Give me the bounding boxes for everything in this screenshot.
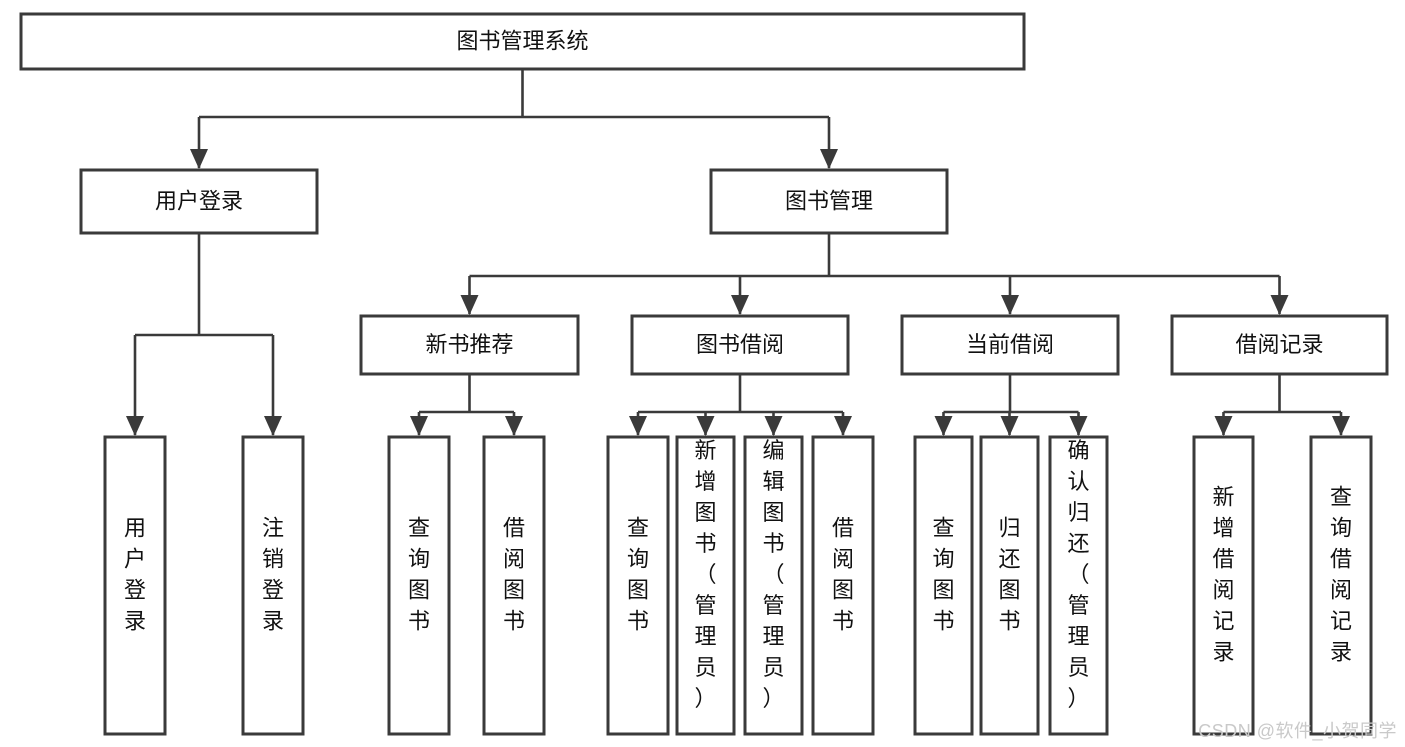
node-label: 借阅图书 (832, 516, 854, 634)
node-box[interactable] (482, 435, 546, 736)
node-label: 查询图书 (408, 516, 430, 634)
arrow-head-icon (731, 295, 749, 315)
node-label: 新书推荐 (425, 332, 513, 357)
node-box[interactable] (79, 168, 319, 235)
node-leaf-leaf-bb-edit-book[interactable]: 编辑图书（管理员） (743, 435, 804, 736)
node-level2-user-login[interactable]: 用户登录 (79, 168, 319, 235)
node-leaf-leaf-bb-borrow-book[interactable]: 借阅图书 (811, 435, 875, 736)
node-box[interactable] (630, 314, 850, 376)
node-label: 注销登录 (262, 516, 284, 634)
node-label: 图书管理系统 (456, 28, 588, 53)
node-leaf-leaf-rec-borrow-book[interactable]: 借阅图书 (482, 435, 546, 736)
node-label: 查询图书 (932, 516, 954, 634)
node-box[interactable] (709, 168, 949, 235)
node-label: 用户登录 (124, 516, 146, 634)
node-box[interactable] (1048, 435, 1109, 736)
node-label: 借阅图书 (503, 516, 525, 634)
node-leaf-leaf-cb-confirm-return[interactable]: 确认归还（管理员） (1048, 435, 1109, 736)
arrow-head-icon (460, 295, 479, 315)
node-level3-borrow-record[interactable]: 借阅记录 (1170, 314, 1389, 376)
node-level3-current-borrow[interactable]: 当前借阅 (900, 314, 1120, 376)
node-box[interactable] (387, 435, 451, 736)
node-label: 新增借阅记录 (1212, 485, 1234, 665)
node-label: 确认归还（管理员） (1067, 438, 1089, 711)
node-box[interactable] (1170, 314, 1389, 376)
node-box[interactable] (675, 435, 736, 736)
arrow-head-icon (1069, 416, 1088, 436)
arrow-head-icon (505, 416, 523, 436)
node-box[interactable] (913, 435, 974, 736)
node-label: 查询图书 (627, 516, 649, 634)
csdn-watermark: CSDN @软件_小贺同学 (1198, 721, 1397, 741)
node-label: 查询借阅记录 (1330, 485, 1352, 665)
arrow-head-icon (764, 416, 783, 436)
arrow-head-icon (1270, 295, 1289, 315)
node-box[interactable] (359, 314, 580, 376)
arrow-head-icon (696, 416, 715, 436)
arrow-head-icon (410, 416, 428, 436)
node-label: 新增图书（管理员） (694, 438, 716, 711)
node-leaf-leaf-cb-query-book[interactable]: 查询图书 (913, 435, 974, 736)
arrow-head-icon (934, 416, 953, 436)
arrow-head-icon (1214, 416, 1233, 436)
node-level3-book-borrow[interactable]: 图书借阅 (630, 314, 850, 376)
arrow-head-icon (1332, 416, 1350, 436)
node-box[interactable] (900, 314, 1120, 376)
node-box[interactable] (743, 435, 804, 736)
node-box[interactable] (606, 435, 670, 736)
node-leaf-leaf-cb-return-book[interactable]: 归还图书 (979, 435, 1040, 736)
node-leaf-leaf-rec-query-book[interactable]: 查询图书 (387, 435, 451, 736)
arrow-head-icon (126, 416, 144, 436)
arrow-head-icon (629, 416, 647, 436)
arrow-head-icon (264, 416, 282, 436)
nodes-layer: 图书管理系统用户登录图书管理新书推荐图书借阅当前借阅借阅记录用户登录注销登录查询… (19, 12, 1389, 736)
arrow-head-icon (1000, 416, 1019, 436)
node-leaf-leaf-br-add-record[interactable]: 新增借阅记录 (1192, 435, 1255, 736)
node-label: 图书借阅 (696, 332, 784, 357)
arrow-head-icon (834, 416, 852, 436)
node-box[interactable] (1192, 435, 1255, 736)
node-label: 归还图书 (998, 516, 1020, 634)
arrow-head-icon (190, 149, 208, 169)
node-leaf-leaf-bb-add-book[interactable]: 新增图书（管理员） (675, 435, 736, 736)
node-label: 编辑图书（管理员） (762, 438, 784, 711)
node-box[interactable] (103, 435, 167, 736)
node-root-system[interactable]: 图书管理系统 (19, 12, 1026, 71)
connectors-layer (126, 69, 1350, 436)
node-label: 图书管理 (785, 188, 873, 213)
node-box[interactable] (19, 12, 1026, 71)
node-label: 当前借阅 (966, 332, 1054, 357)
node-leaf-leaf-user-login[interactable]: 用户登录 (103, 435, 167, 736)
node-box[interactable] (979, 435, 1040, 736)
arrow-head-icon (1001, 295, 1019, 315)
arrow-head-icon (820, 149, 838, 169)
node-level3-new-book-rec[interactable]: 新书推荐 (359, 314, 580, 376)
node-box[interactable] (241, 435, 305, 736)
node-label: 用户登录 (155, 188, 243, 213)
node-leaf-leaf-user-logout[interactable]: 注销登录 (241, 435, 305, 736)
node-leaf-leaf-br-query-record[interactable]: 查询借阅记录 (1309, 435, 1373, 736)
node-box[interactable] (811, 435, 875, 736)
node-leaf-leaf-bb-query-book[interactable]: 查询图书 (606, 435, 670, 736)
node-box[interactable] (1309, 435, 1373, 736)
node-level2-book-manage[interactable]: 图书管理 (709, 168, 949, 235)
node-label: 借阅记录 (1235, 332, 1323, 357)
